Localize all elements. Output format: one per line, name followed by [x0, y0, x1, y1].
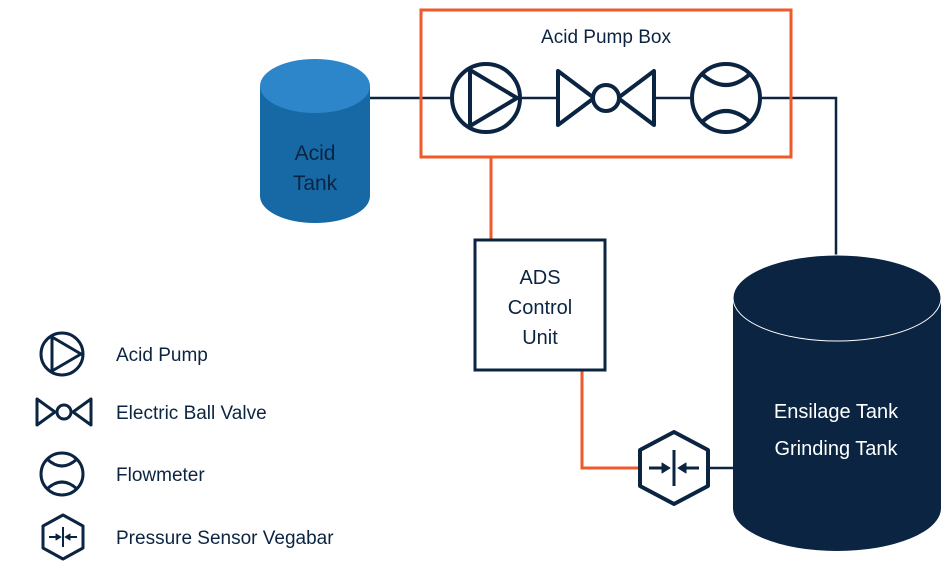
main-tank-label-line2: Grinding Tank	[774, 438, 898, 460]
control-unit-label-line2: Control	[508, 297, 572, 319]
legend-item-pressure-sensor: Pressure Sensor Vegabar	[41, 513, 334, 561]
legend-item-flowmeter: Flowmeter	[39, 451, 205, 497]
legend-label: Electric Ball Valve	[116, 403, 267, 424]
main-tank-label-line1: Ensilage Tank	[774, 401, 899, 423]
ball-valve-icon	[35, 397, 93, 427]
legend-label: Pressure Sensor Vegabar	[116, 528, 334, 549]
pipe-flowmeter-to-main-tank	[762, 96, 838, 258]
acid-tank	[260, 59, 370, 223]
pressure-sensor-icon	[41, 513, 85, 561]
acid-pump-icon	[39, 331, 85, 377]
control-unit-label-line1: ADS	[519, 267, 560, 289]
ads-control-unit	[473, 238, 607, 372]
acid-pump-box-title: Acid Pump Box	[541, 27, 671, 48]
signal-lines	[489, 157, 638, 470]
legend-label: Acid Pump	[116, 345, 208, 366]
acid-pump-box	[419, 8, 793, 159]
legend-item-acid-pump: Acid Pump	[39, 331, 208, 377]
acid-tank-label-line1: Acid	[295, 142, 336, 165]
legend-item-ball-valve: Electric Ball Valve	[35, 397, 267, 427]
legend-label: Flowmeter	[116, 465, 205, 486]
navy-pipes	[370, 96, 838, 470]
signal-control-to-sensor	[580, 370, 638, 470]
ball-valve-icon	[556, 69, 656, 127]
acid-pump-icon	[450, 62, 522, 134]
acid-tank-label-line2: Tank	[293, 172, 338, 195]
control-unit-label-line3: Unit	[522, 327, 558, 349]
ensilage-grinding-tank	[732, 254, 942, 551]
flowmeter-icon	[39, 451, 85, 497]
pressure-sensor-icon	[638, 430, 710, 506]
flowmeter-icon	[690, 62, 762, 134]
legend: Acid Pump Electric Ball Valve Flowmeter	[35, 331, 334, 561]
